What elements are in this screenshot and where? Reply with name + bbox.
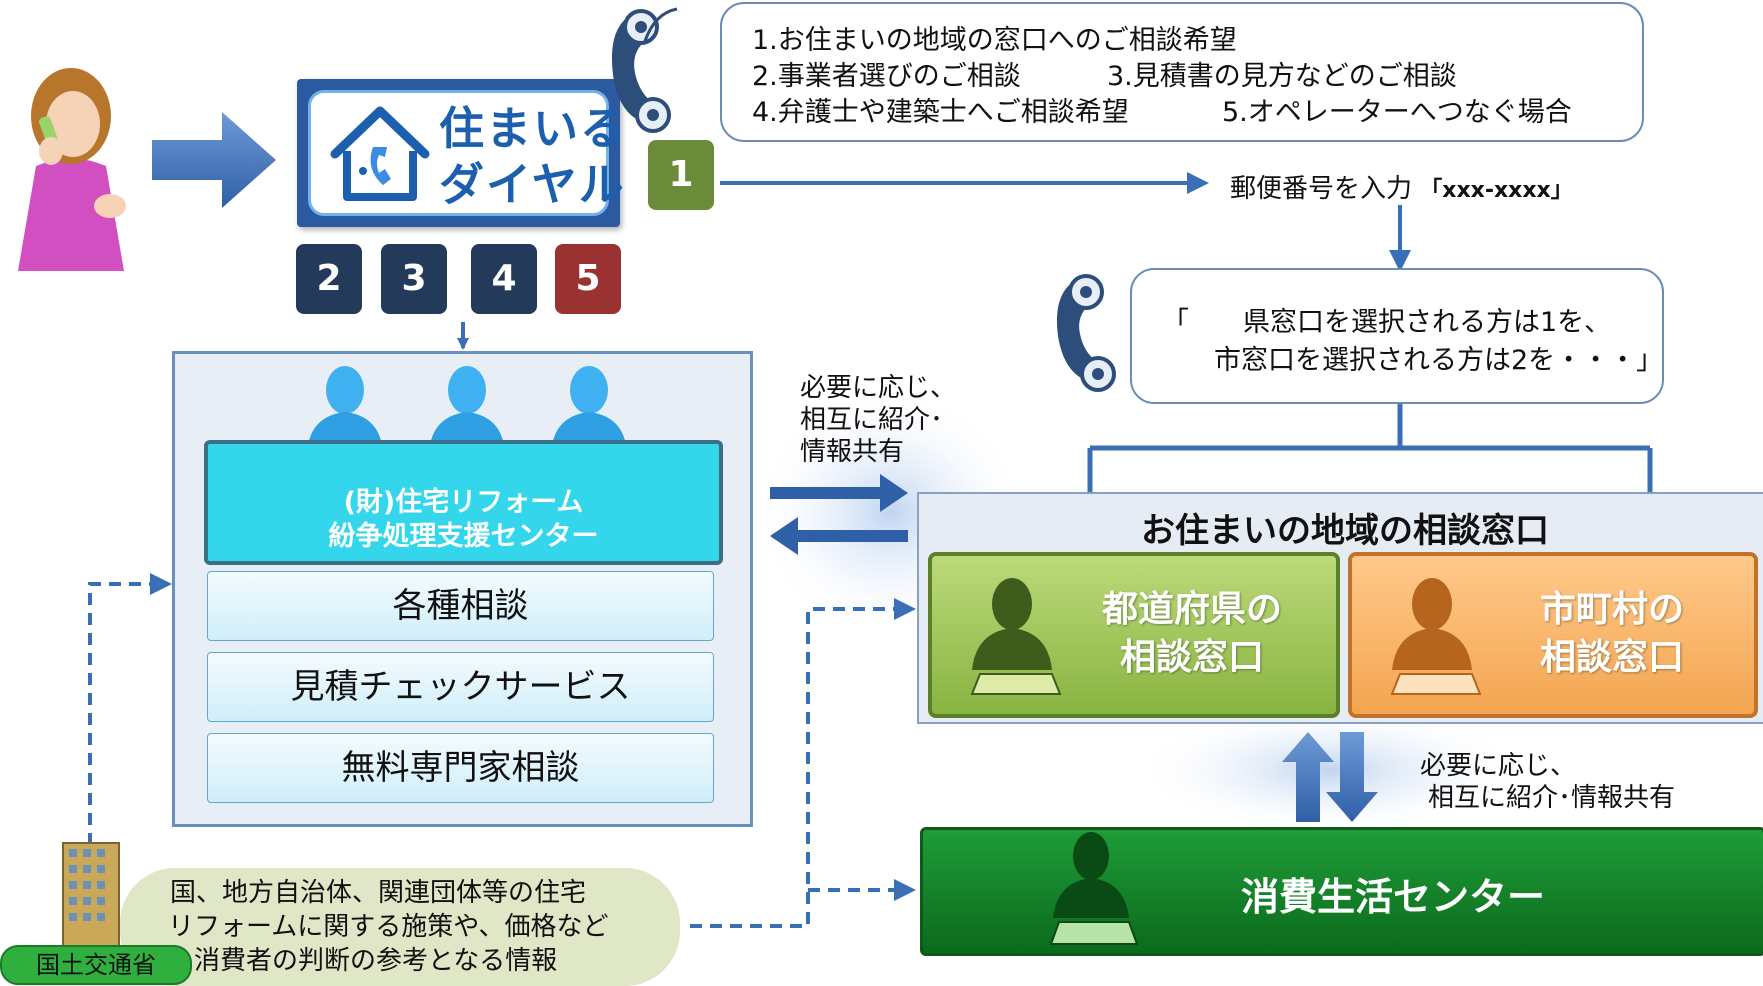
logo-text: 住まいる ダイヤル (439, 101, 627, 213)
consumer-center-label: 消費生活センター (1240, 875, 1545, 919)
menu-item-2: 2.事業者選びのご相談 (752, 61, 1021, 92)
center-title-2: 紛争処理支援センター (328, 521, 599, 552)
house-phone-icon (330, 106, 430, 201)
pref-line1: 都道府県の (1101, 589, 1282, 630)
mlit-line3: 消費者の判断の参考となる情報 (194, 946, 558, 976)
select-line-2: 市窓口を選択される方は2を・・・」 (1214, 345, 1664, 376)
service-expert-consultation: 無料専門家相談 (207, 733, 714, 803)
select-bubble: 「 県窓口を選択される方は1を、 市窓口を選択される方は2を・・・」 (1130, 268, 1664, 404)
exchange-top-line1: 必要に応じ、 (800, 373, 957, 403)
key-1: 1 (648, 140, 714, 210)
caller-woman-icon (18, 68, 126, 271)
menu-item-1: 1.お住まいの地域の窓口へのご相談希望 (752, 25, 1237, 56)
exchange-arrow-left (770, 517, 908, 555)
phone-handset-icon (611, 7, 678, 133)
operator-icon (1049, 832, 1139, 945)
prefecture-label: 都道府県の 相談窓口 (1072, 586, 1312, 682)
menu-bubble: 1.お住まいの地域の窓口へのご相談希望 2.事業者選びのご相談 3.見積書の見方… (720, 2, 1644, 142)
mlit-info-bubble: 国、地方自治体、関連団体等の住宅 リフォームに関する施策や、価格など 消費者の判… (120, 868, 680, 986)
exchange-arrow-down (1326, 732, 1378, 822)
city-label: 市町村の 相談窓口 (1492, 586, 1732, 682)
postal-label: 郵便番号を入力 (1230, 174, 1413, 204)
city-line1: 市町村の (1539, 589, 1684, 630)
support-center-header: (財)住宅リフォーム 紛争処理支援センター (204, 440, 723, 565)
exchange-glow-bottom (1130, 705, 1530, 835)
exchange-top-line2: 相互に紹介･ (800, 405, 944, 435)
sumairu-dial-logo: 住まいる ダイヤル (297, 79, 625, 227)
key-3: 3 (381, 244, 447, 314)
operator-icon (970, 578, 1062, 695)
logo-line1: 住まいる (439, 102, 628, 155)
exchange-bottom-line2: 相互に紹介･情報共有 (1428, 783, 1676, 813)
dashed-mlit-center (88, 573, 172, 845)
municipal-office: 市町村の 相談窓口 (1348, 552, 1758, 718)
caller-arrow (152, 112, 276, 208)
prefecture-office: 都道府県の 相談窓口 (928, 552, 1340, 718)
menu-item-3: 3.見積書の見方などのご相談 (1107, 61, 1457, 92)
mlit-line2: リフォームに関する施策や、価格など (168, 912, 609, 942)
service-general-consultation: 各種相談 (207, 571, 714, 641)
menu-item-4: 4.弁護士や建築士へご相談希望 (752, 97, 1129, 128)
local-office-title: お住まいの地域の相談窓口 (1141, 511, 1549, 551)
select-line-1: 「 県窓口を選択される方は1を、 (1162, 307, 1612, 338)
pref-line2: 相談窓口 (1119, 637, 1264, 678)
exchange-arrow-up (1282, 732, 1334, 822)
exchange-bottom-line1: 必要に応じ、 (1420, 751, 1577, 781)
postal-format: 「xxx-xxxx」 (1420, 178, 1573, 203)
service-estimate-check: 見積チェックサービス (207, 652, 714, 722)
exchange-arrow-right (770, 474, 908, 512)
postal-code-prompt: 郵便番号を入力 「xxx-xxxx」 (1230, 168, 1573, 205)
key-2: 2 (296, 244, 362, 314)
center-title-1: (財)住宅リフォーム (343, 487, 584, 518)
dashed-mlit-right (690, 598, 916, 928)
key-5: 5 (555, 244, 621, 314)
mlit-line1: 国、地方自治体、関連団体等の住宅 (170, 878, 587, 908)
consumer-center: 消費生活センター (920, 827, 1763, 956)
exchange-note-top: 必要に応じ、 相互に紹介･ 情報共有 (800, 372, 956, 468)
menu-item-5: 5.オペレーターへつなぐ場合 (1222, 97, 1572, 128)
logo-line2: ダイヤル (439, 158, 626, 211)
phone-handset-icon-2 (1056, 274, 1116, 392)
mlit-tag: 国土交通省 (0, 945, 192, 985)
exchange-top-line3: 情報共有 (800, 437, 905, 467)
operator-icon (1390, 578, 1482, 695)
exchange-note-bottom: 必要に応じ、 相互に紹介･情報共有 (1420, 750, 1675, 814)
key-4: 4 (471, 244, 537, 314)
building-icon (62, 842, 120, 950)
city-line2: 相談窓口 (1539, 637, 1684, 678)
